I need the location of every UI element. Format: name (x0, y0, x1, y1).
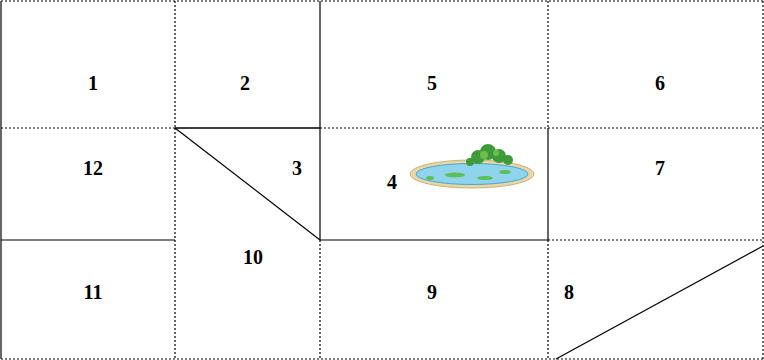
plot-number: 10 (243, 247, 263, 267)
plot-number: 6 (655, 73, 665, 93)
plot-number: 8 (564, 282, 574, 302)
plot-number: 7 (655, 158, 665, 178)
plot-number: 9 (427, 282, 437, 302)
plot-number: 2 (240, 73, 250, 93)
plot-number: 3 (292, 158, 302, 178)
pond-illustration (410, 144, 534, 188)
plot-number: 4 (387, 172, 397, 192)
plot-number: 5 (427, 73, 437, 93)
plot-number: 11 (84, 282, 103, 302)
plot-number: 1 (88, 73, 98, 93)
plot-number: 12 (83, 158, 103, 178)
